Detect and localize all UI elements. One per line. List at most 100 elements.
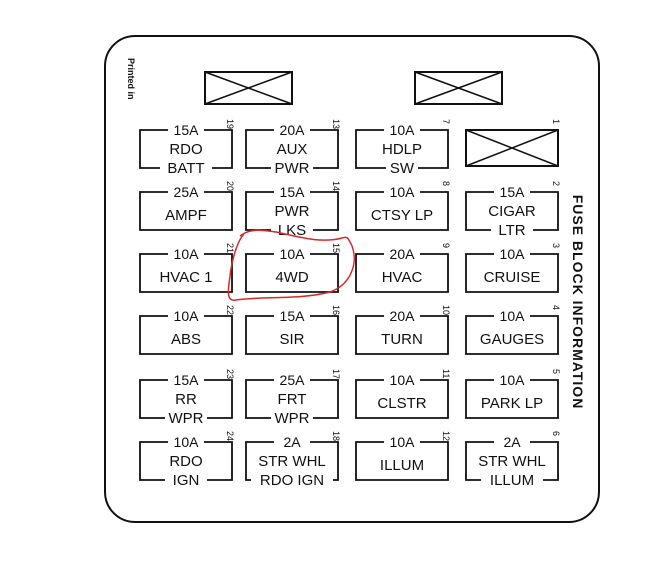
- fuse-amperage: 10A: [174, 246, 200, 262]
- fuse-label: STR WHL: [258, 453, 326, 470]
- fuse-label: AUX: [277, 141, 308, 158]
- red-circle-annotation: [227, 229, 355, 301]
- fuse-number: 16: [331, 305, 341, 315]
- fuse-outline: [465, 253, 559, 293]
- fuse-outline: [465, 441, 559, 481]
- fuse-amperage: 15A: [174, 122, 200, 138]
- fuse-outline: [139, 315, 233, 355]
- fuse-number: 21: [225, 243, 235, 253]
- fuse-outline: [139, 379, 233, 419]
- fuse-amperage: 20A: [280, 122, 306, 138]
- relay-blank-right: [414, 71, 503, 105]
- fuse-2: 2 15A CIGAR LTR: [465, 181, 561, 239]
- fuse-19: 19 15A RDO BATT: [139, 119, 235, 177]
- fuse-amperage: 15A: [280, 308, 306, 324]
- fuse-outline: [355, 253, 449, 293]
- fuse-number: 4: [551, 305, 561, 310]
- fuse-label: PARK LP: [481, 395, 543, 412]
- fuse-label: CIGAR: [488, 203, 536, 220]
- fuse-amperage: 10A: [174, 434, 200, 450]
- printed-in-note: Printed in: [126, 58, 136, 100]
- fuse-number: 15: [331, 243, 341, 253]
- fuse-label: SIR: [279, 331, 304, 348]
- fuse-outline: [355, 129, 449, 169]
- fuse-amperage: 15A: [280, 184, 306, 200]
- fuse-number: 20: [225, 181, 235, 191]
- fuse-amperage: 10A: [500, 372, 526, 388]
- fuse-label: SW: [390, 160, 415, 177]
- fuse-amperage: 20A: [390, 246, 416, 262]
- fuse-number: 18: [331, 431, 341, 441]
- fuse-outline: [355, 315, 449, 355]
- fuse-outline: [245, 441, 339, 481]
- fuse-label: IGN: [173, 472, 200, 489]
- fuse-amperage: 20A: [390, 308, 416, 324]
- fuse-label: PWR: [275, 160, 310, 177]
- fuse-number: 24: [225, 431, 235, 441]
- fuse-16: 16 15A SIR: [245, 305, 341, 355]
- fuse-label: FRT: [278, 391, 307, 408]
- fuse-label: STR WHL: [478, 453, 546, 470]
- fuse-label: BATT: [167, 160, 204, 177]
- fuse-24: 24 10A RDO IGN: [139, 431, 235, 489]
- relay-blank-left: [204, 71, 293, 105]
- fuse-label: ABS: [171, 331, 201, 348]
- side-title: FUSE BLOCK INFORMATION: [570, 195, 586, 410]
- fuse-outline: [245, 129, 339, 169]
- fuse-amperage: 10A: [174, 308, 200, 324]
- fuse-number: 22: [225, 305, 235, 315]
- fuse-number: 8: [441, 181, 451, 186]
- fuse-outline: [465, 191, 559, 231]
- fuse-number: 23: [225, 369, 235, 379]
- fuse-13: 13 20A AUX PWR: [245, 119, 341, 177]
- fuse-outline: [355, 441, 449, 481]
- fuse-label: CLSTR: [377, 395, 426, 412]
- fuse-amperage: 10A: [390, 184, 416, 200]
- fuse-label: RDO: [169, 141, 202, 158]
- fuse-number: 7: [441, 119, 451, 124]
- fuse-number: 17: [331, 369, 341, 379]
- fuse-label: RDO IGN: [260, 472, 324, 489]
- fuse-panel-outline: [104, 35, 600, 523]
- fuse-label: WPR: [275, 410, 310, 427]
- fuse-number: 19: [225, 119, 235, 129]
- fuse-outline: [139, 191, 233, 231]
- fuse-number: 1: [551, 119, 561, 124]
- fuse-amperage: 10A: [390, 372, 416, 388]
- fuse-label: ILLUM: [380, 457, 424, 474]
- fuse-number: 13: [331, 119, 341, 129]
- fuse-number: 9: [441, 243, 451, 248]
- fuse-number: 10: [441, 305, 451, 315]
- fuse-amperage: 15A: [500, 184, 526, 200]
- fuse-label: RDO: [169, 453, 202, 470]
- fuse-label: AMPF: [165, 207, 207, 224]
- fuse-amperage: 15A: [174, 372, 200, 388]
- fuse-label: LTR: [498, 222, 525, 239]
- fuse-number: 2: [551, 181, 561, 186]
- fuse-label: HVAC 1: [159, 269, 212, 286]
- fuse-outline: [245, 379, 339, 419]
- fuse-label: WPR: [169, 410, 204, 427]
- fuse-number: 5: [551, 369, 561, 374]
- fuse-number: 6: [551, 431, 561, 436]
- fuse-amperage: 10A: [390, 434, 416, 450]
- fuse-amperage: 25A: [174, 184, 200, 200]
- fuse-9: 9 20A HVAC: [355, 243, 451, 293]
- fuse-number: 12: [441, 431, 451, 441]
- fuse-1: 1: [465, 119, 561, 167]
- fuse-amperage: 10A: [500, 308, 526, 324]
- fuse-22: 22 10A ABS: [139, 305, 235, 355]
- fuse-21: 21 10A HVAC 1: [139, 243, 235, 293]
- fuse-outline: [465, 315, 559, 355]
- fuse-label: HVAC: [382, 269, 423, 286]
- fuse-outline: [465, 379, 559, 419]
- fuse-outline: [139, 129, 233, 169]
